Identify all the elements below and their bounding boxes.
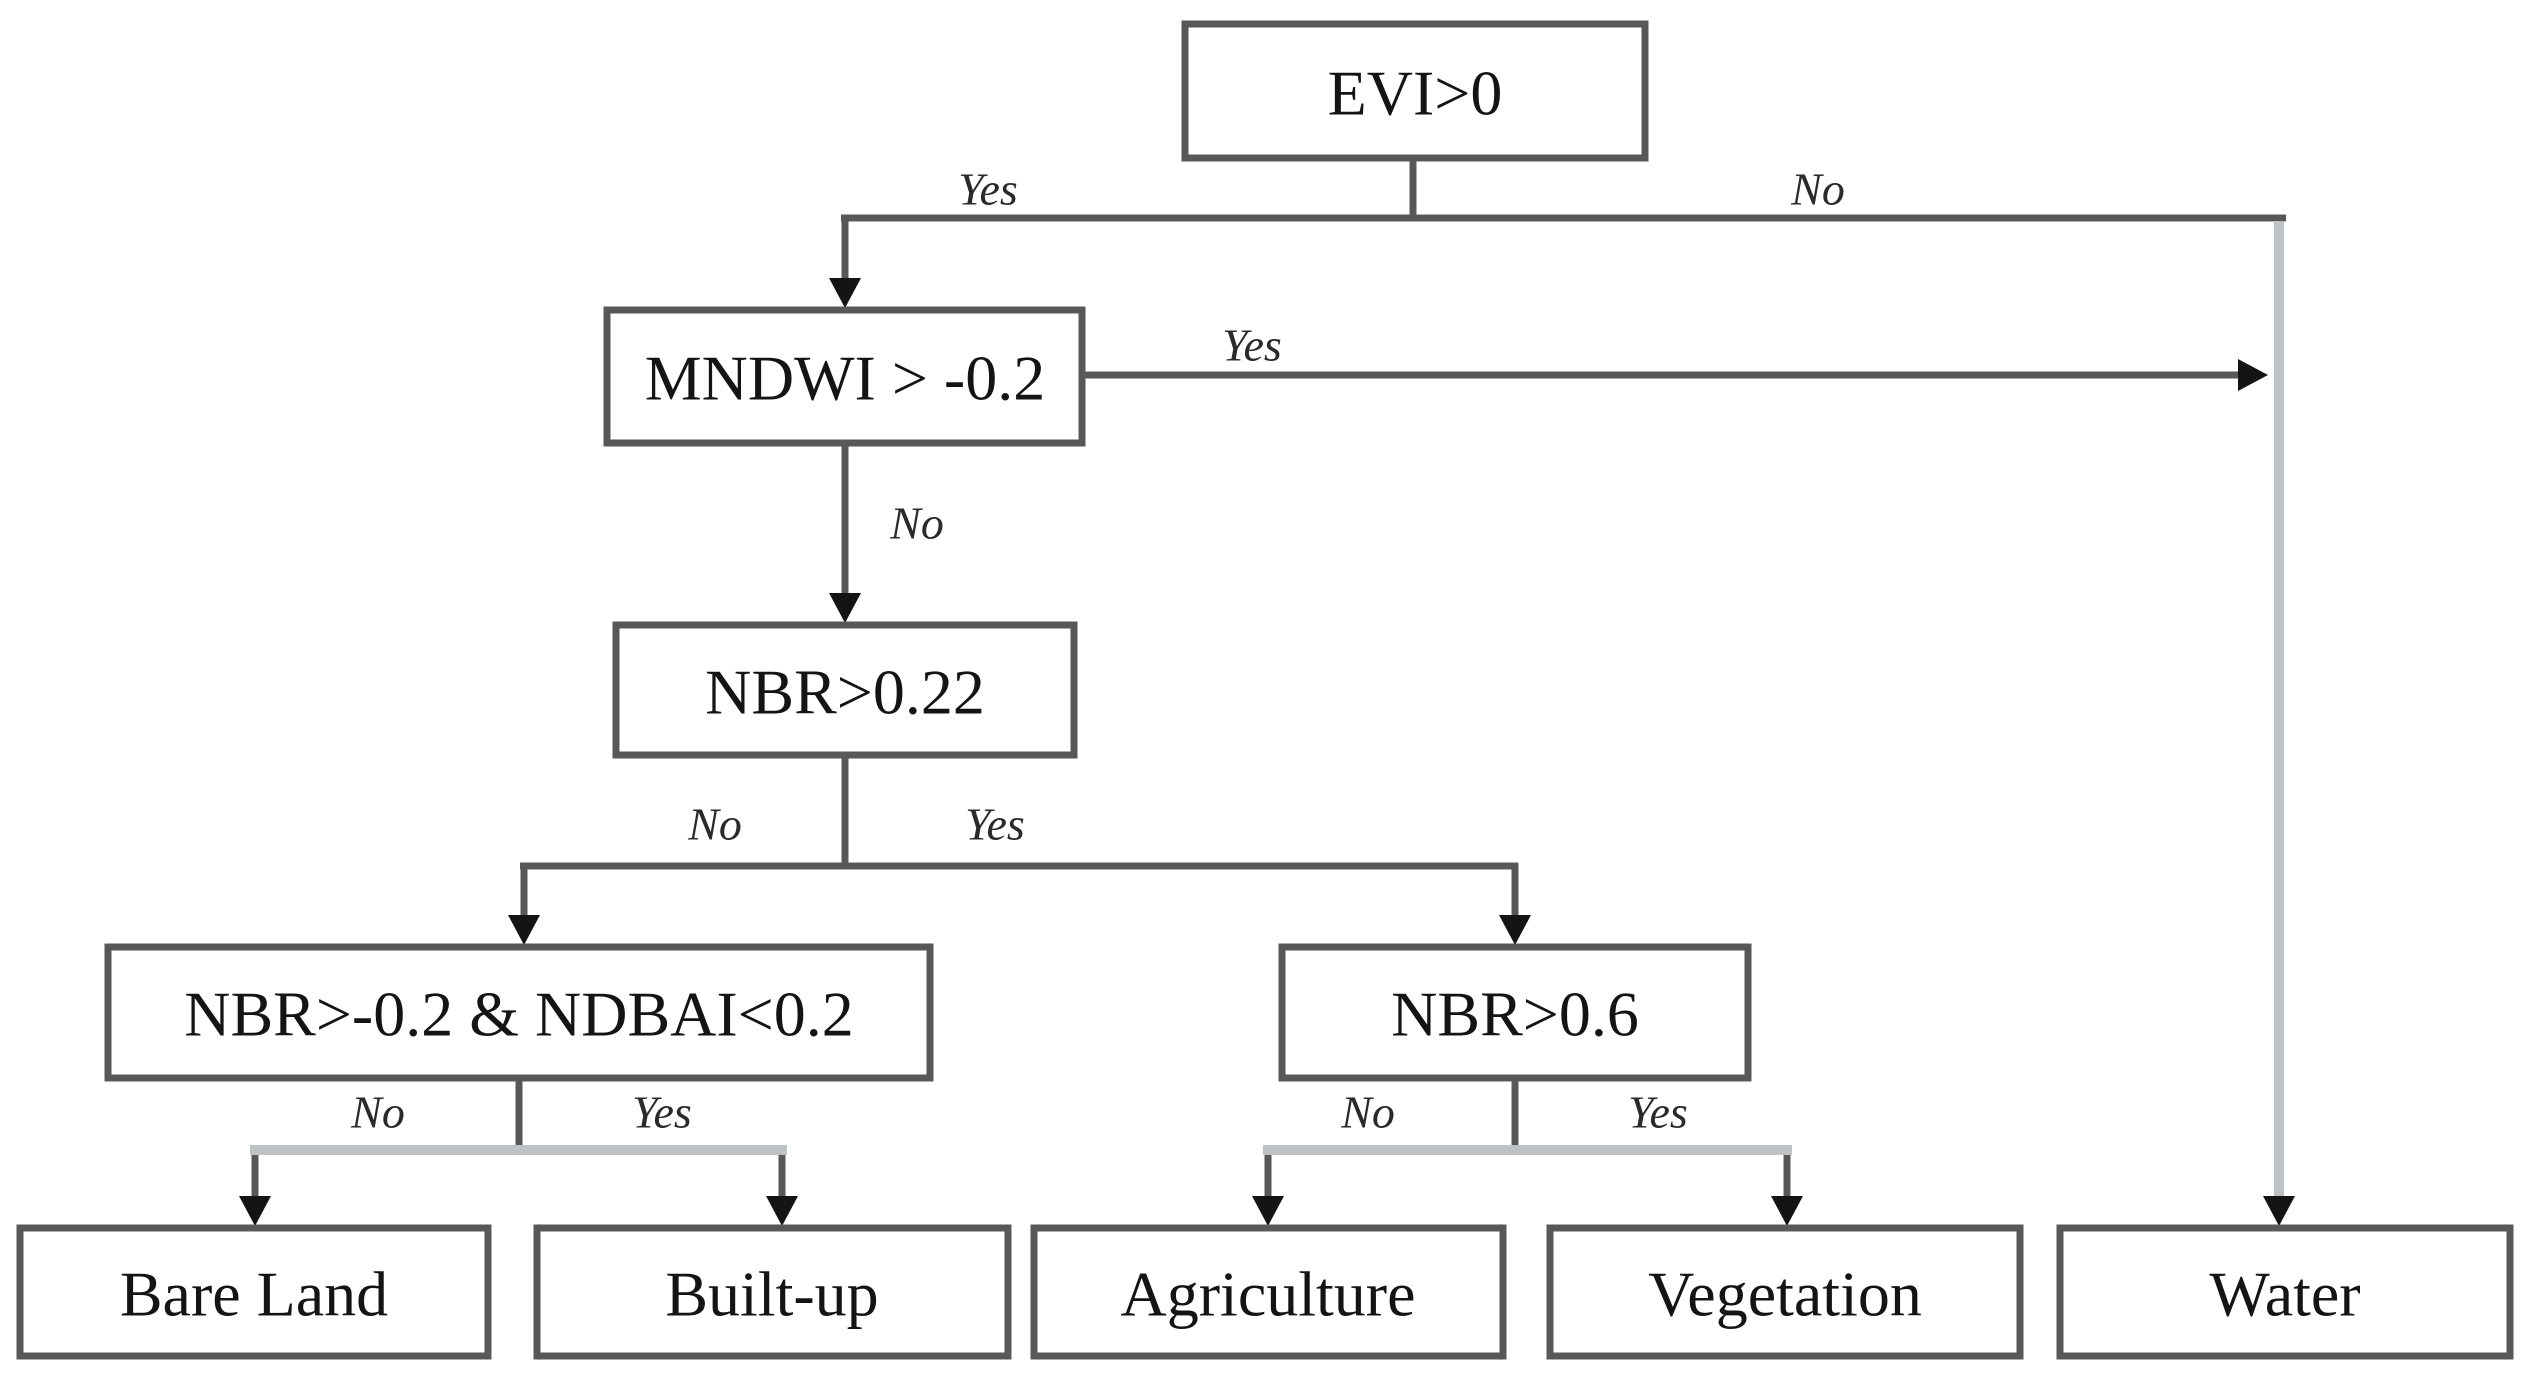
leaf-water: Water xyxy=(2056,1224,2514,1360)
leaf-built-up-label: Built-up xyxy=(665,1259,878,1330)
arrow-into-bare-land xyxy=(239,1196,271,1226)
label-nbr06-yes: Yes xyxy=(1628,1087,1688,1138)
leaf-built-up: Built-up xyxy=(533,1224,1012,1360)
edges-light xyxy=(250,221,2284,1198)
arrow-into-built-up xyxy=(766,1196,798,1226)
node-mndwi: MNDWI > -0.2 xyxy=(603,306,1086,447)
arrow-into-nbr022 xyxy=(829,593,861,623)
label-mndwi-yes: Yes xyxy=(1222,320,1282,371)
leaf-agriculture-label: Agriculture xyxy=(1121,1259,1416,1330)
node-nbr06-box xyxy=(1278,943,1752,1082)
node-root-label: EVI>0 xyxy=(1328,58,1503,129)
arrow-into-nbr-ndbai xyxy=(508,915,540,945)
arrow-into-nbr06 xyxy=(1499,915,1531,945)
leaf-vegetation-label: Vegetation xyxy=(1648,1259,1922,1330)
leaf-agriculture-box xyxy=(1030,1224,1507,1360)
arrow-mndwi-yes-right xyxy=(2238,359,2268,391)
leaf-bare-land-box xyxy=(16,1224,492,1360)
leaf-vegetation-box xyxy=(1546,1224,2024,1360)
node-nbr-ndbai-label: NBR>-0.2 & NDBAI<0.2 xyxy=(184,979,854,1050)
node-nbr022-label: NBR>0.22 xyxy=(705,657,985,728)
leaf-built-up-box xyxy=(533,1224,1012,1360)
node-mndwi-box xyxy=(603,306,1086,447)
leaf-water-label: Water xyxy=(2209,1259,2360,1330)
node-nbr-ndbai-box xyxy=(104,943,934,1082)
label-root-yes: Yes xyxy=(958,164,1018,215)
node-nbr06-label: NBR>0.6 xyxy=(1391,979,1639,1050)
arrow-into-agriculture xyxy=(1252,1196,1284,1226)
arrow-into-water xyxy=(2263,1196,2295,1226)
node-root: EVI>0 xyxy=(1181,20,1649,162)
arrowheads xyxy=(239,278,2295,1226)
node-mndwi-label: MNDWI > -0.2 xyxy=(645,343,1045,414)
node-nbr06: NBR>0.6 xyxy=(1278,943,1752,1082)
node-nbr-ndbai: NBR>-0.2 & NDBAI<0.2 xyxy=(104,943,934,1082)
edge-labels: Yes No Yes No No Yes No Yes No Yes xyxy=(350,164,1845,1138)
leaf-bare-land: Bare Land xyxy=(16,1224,492,1360)
leaf-agriculture: Agriculture xyxy=(1030,1224,1507,1360)
label-nbr022-yes: Yes xyxy=(965,799,1025,850)
label-nbr06-no: No xyxy=(1340,1087,1395,1138)
arrow-into-vegetation xyxy=(1771,1196,1803,1226)
label-nbr-ndbai-yes: Yes xyxy=(632,1087,692,1138)
node-root-box xyxy=(1181,20,1649,162)
leaf-water-box xyxy=(2056,1224,2514,1360)
label-nbr-ndbai-no: No xyxy=(350,1087,405,1138)
leaf-bare-land-label: Bare Land xyxy=(120,1259,388,1330)
label-nbr022-no: No xyxy=(687,799,742,850)
arrow-into-mndwi xyxy=(829,278,861,308)
node-nbr022-box xyxy=(612,621,1078,759)
leaf-vegetation: Vegetation xyxy=(1546,1224,2024,1360)
label-mndwi-no: No xyxy=(889,498,944,549)
label-root-no: No xyxy=(1790,164,1845,215)
node-nbr022: NBR>0.22 xyxy=(612,621,1078,759)
